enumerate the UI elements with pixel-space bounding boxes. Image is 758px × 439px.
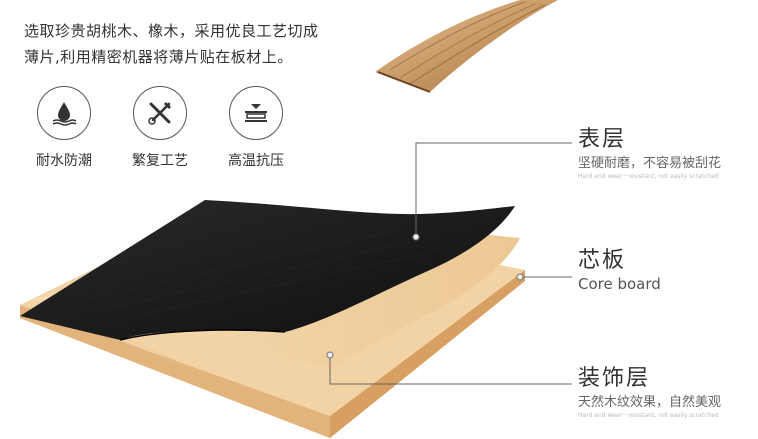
wood-veneer-strip xyxy=(375,0,558,93)
feature-label: 繁复工艺 xyxy=(132,153,188,169)
callout-surface: 表层 坚硬耐磨，不容易被刮花 Hard and wear－resistant, … xyxy=(578,127,721,181)
callout-english: Hard and wear－resistant, not easily scra… xyxy=(578,173,719,180)
feature-label: 耐水防潮 xyxy=(36,153,92,169)
feature-waterproof: 耐水防潮 xyxy=(24,86,104,170)
callout-english: Hard and wear－resistant, not easily scra… xyxy=(578,412,719,419)
tools-icon xyxy=(133,86,187,140)
feature-craftsmanship: 繁复工艺 xyxy=(120,86,200,170)
intro-text: 选取珍贵胡桃木、橡木，采用优良工艺切成 薄片,利用精密机器将薄片贴在板材上。 xyxy=(24,18,364,70)
surface-leader-dot xyxy=(412,233,420,241)
core-leader-dot xyxy=(516,273,524,281)
intro-line-2: 薄片,利用精密机器将薄片贴在板材上。 xyxy=(24,48,293,66)
decor-leader xyxy=(329,356,572,385)
callout-subtitle: 坚硬耐磨，不容易被刮花 xyxy=(578,156,722,171)
callout-title: 表层 xyxy=(578,127,627,152)
surface-layer xyxy=(20,200,515,341)
water-drop-icon xyxy=(37,86,91,140)
feature-list: 耐水防潮 繁复工艺 高温抗压 xyxy=(24,86,304,176)
callout-title: 芯板 xyxy=(578,248,627,273)
feature-label: 高温抗压 xyxy=(228,153,284,169)
feature-pressure: 高温抗压 xyxy=(216,86,296,170)
leader-lines xyxy=(326,142,572,385)
callout-core: 芯板 Core board xyxy=(578,248,661,294)
callout-title: 装饰层 xyxy=(578,366,651,391)
press-icon xyxy=(229,86,283,140)
decor-leader-dot xyxy=(326,351,334,359)
callout-subtitle: 天然木纹效果，自然美观 xyxy=(578,395,722,410)
callout-english: Core board xyxy=(578,275,661,293)
surface-leader xyxy=(415,142,572,236)
callout-decor: 装饰层 天然木纹效果，自然美观 Hard and wear－resistant,… xyxy=(578,366,721,420)
intro-line-1: 选取珍贵胡桃木、橡木，采用优良工艺切成 xyxy=(24,22,319,40)
